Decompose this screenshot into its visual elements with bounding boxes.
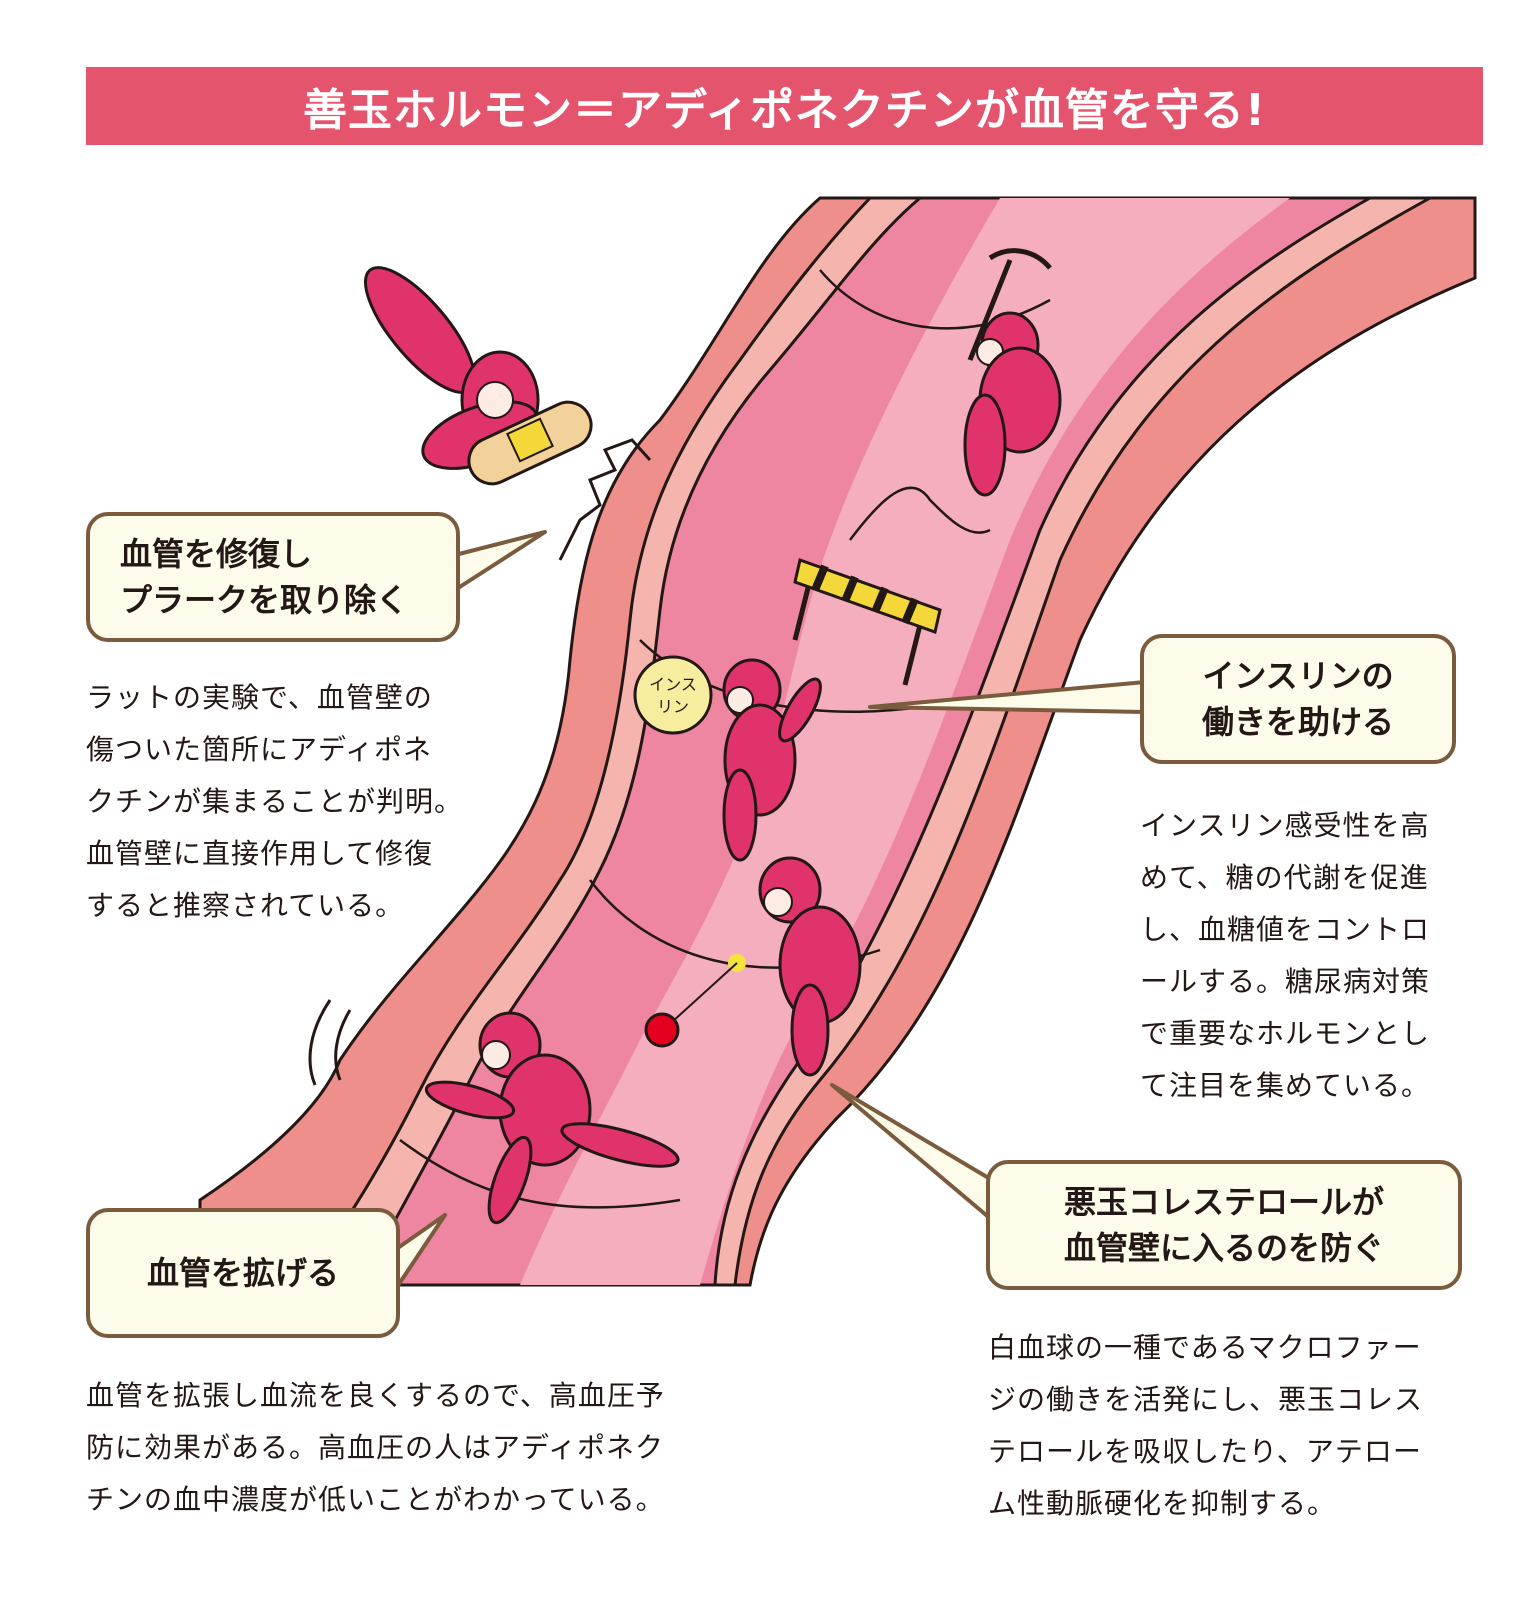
- callout-dilate-line-1: 血管を拡げる: [146, 1254, 339, 1292]
- callout-tail-repair: [453, 530, 547, 592]
- description-repair: ラットの実験で、血管壁の 傷ついた箇所にアディポネ クチンが集まることが判明。 …: [86, 672, 463, 932]
- callout-cholesterol: 悪玉コレステロールが 血管壁に入るのを防ぐ: [986, 1160, 1462, 1290]
- figure-cholesterol-icon: [644, 856, 862, 1077]
- description-insulin-line: めて、糖の代謝を促進: [1140, 861, 1429, 894]
- description-insulin-line: て注目を集めている。: [1140, 1069, 1431, 1102]
- callout-repair-line-2: プラークを取り除く: [120, 581, 409, 619]
- title-banner: 善玉ホルモン＝アディポネクチンが血管を守る!: [86, 67, 1483, 145]
- description-dilate-line: 血管を拡張し血流を良くするので、高血圧予: [86, 1379, 665, 1412]
- page-title: 善玉ホルモン＝アディポネクチンが血管を守る!: [303, 85, 1266, 136]
- vessel-flow-highlight: [520, 198, 1290, 1285]
- description-insulin-line: し、血糖値をコントロ: [1140, 913, 1431, 946]
- description-insulin-line: で重要なホルモンとし: [1140, 1017, 1431, 1050]
- description-cholesterol-line: テロールを吸収したり、アテロー: [988, 1435, 1422, 1468]
- callout-insulin-line-1: インスリンの: [1202, 657, 1394, 695]
- description-cholesterol: 白血球の一種であるマクロファー ジの働きを活発にし、悪玉コレス テロールを吸収し…: [988, 1322, 1423, 1530]
- description-dilate-line: 防に効果がある。高血圧の人はアディポネク: [86, 1431, 665, 1464]
- callout-repair-line-1: 血管を修復し: [120, 535, 313, 573]
- description-repair-line: すると推察されている。: [86, 889, 405, 922]
- description-dilate: 血管を拡張し血流を良くするので、高血圧予 防に効果がある。高血圧の人はアディポネ…: [86, 1370, 665, 1526]
- callout-cholesterol-line-2: 血管壁に入るのを防ぐ: [1063, 1229, 1384, 1267]
- description-insulin-line: ールする。糖尿病対策: [1140, 965, 1431, 998]
- description-cholesterol-line: 白血球の一種であるマクロファー: [988, 1331, 1422, 1364]
- vessel-tear: [558, 438, 652, 561]
- callout-insulin: インスリンの 働きを助ける: [1140, 634, 1456, 764]
- callout-dilate: 血管を拡げる: [86, 1208, 400, 1338]
- insulin-ball-label-1: インス: [649, 675, 697, 694]
- description-insulin: インスリン感受性を高 めて、糖の代謝を促進 し、血糖値をコントロ ールする。糖尿…: [1140, 800, 1430, 1112]
- description-repair-line: ラットの実験で、血管壁の: [86, 681, 433, 714]
- description-dilate-line: チンの血中濃度が低いことがわかっている。: [86, 1483, 665, 1516]
- vessel-ring-line: [399, 1138, 681, 1209]
- insulin-ball-label-2: リン: [657, 697, 689, 716]
- plaque-bump: [849, 486, 991, 541]
- motion-lines-icon: [308, 999, 352, 1086]
- description-repair-line: 傷ついた箇所にアディポネ: [86, 733, 433, 766]
- callout-repair: 血管を修復し プラークを取り除く: [86, 512, 460, 642]
- callout-cholesterol-line-1: 悪玉コレステロールが: [1063, 1183, 1384, 1221]
- callout-tail-dilate: [393, 1213, 447, 1292]
- figure-repair-icon: [363, 266, 593, 486]
- callout-tail-insulin: [868, 680, 1146, 714]
- figure-dilate-icon: [424, 1011, 680, 1225]
- insulin-ball-icon: インス リン: [633, 655, 713, 735]
- callout-insulin-line-2: 働きを助ける: [1201, 703, 1394, 741]
- description-repair-line: クチンが集まることが判明。: [86, 785, 464, 818]
- barrier-icon: [792, 558, 942, 686]
- description-cholesterol-line: ム性動脈硬化を抑制する。: [988, 1487, 1337, 1520]
- description-repair-line: 血管壁に直接作用して修復: [86, 837, 434, 870]
- description-insulin-line: インスリン感受性を高: [1140, 809, 1430, 842]
- figure-insulin-icon: [722, 658, 822, 862]
- description-cholesterol-line: ジの働きを活発にし、悪玉コレス: [988, 1383, 1424, 1416]
- figure-pickaxe-icon: [963, 248, 1062, 497]
- callout-tail-cholesterol: [830, 1083, 994, 1222]
